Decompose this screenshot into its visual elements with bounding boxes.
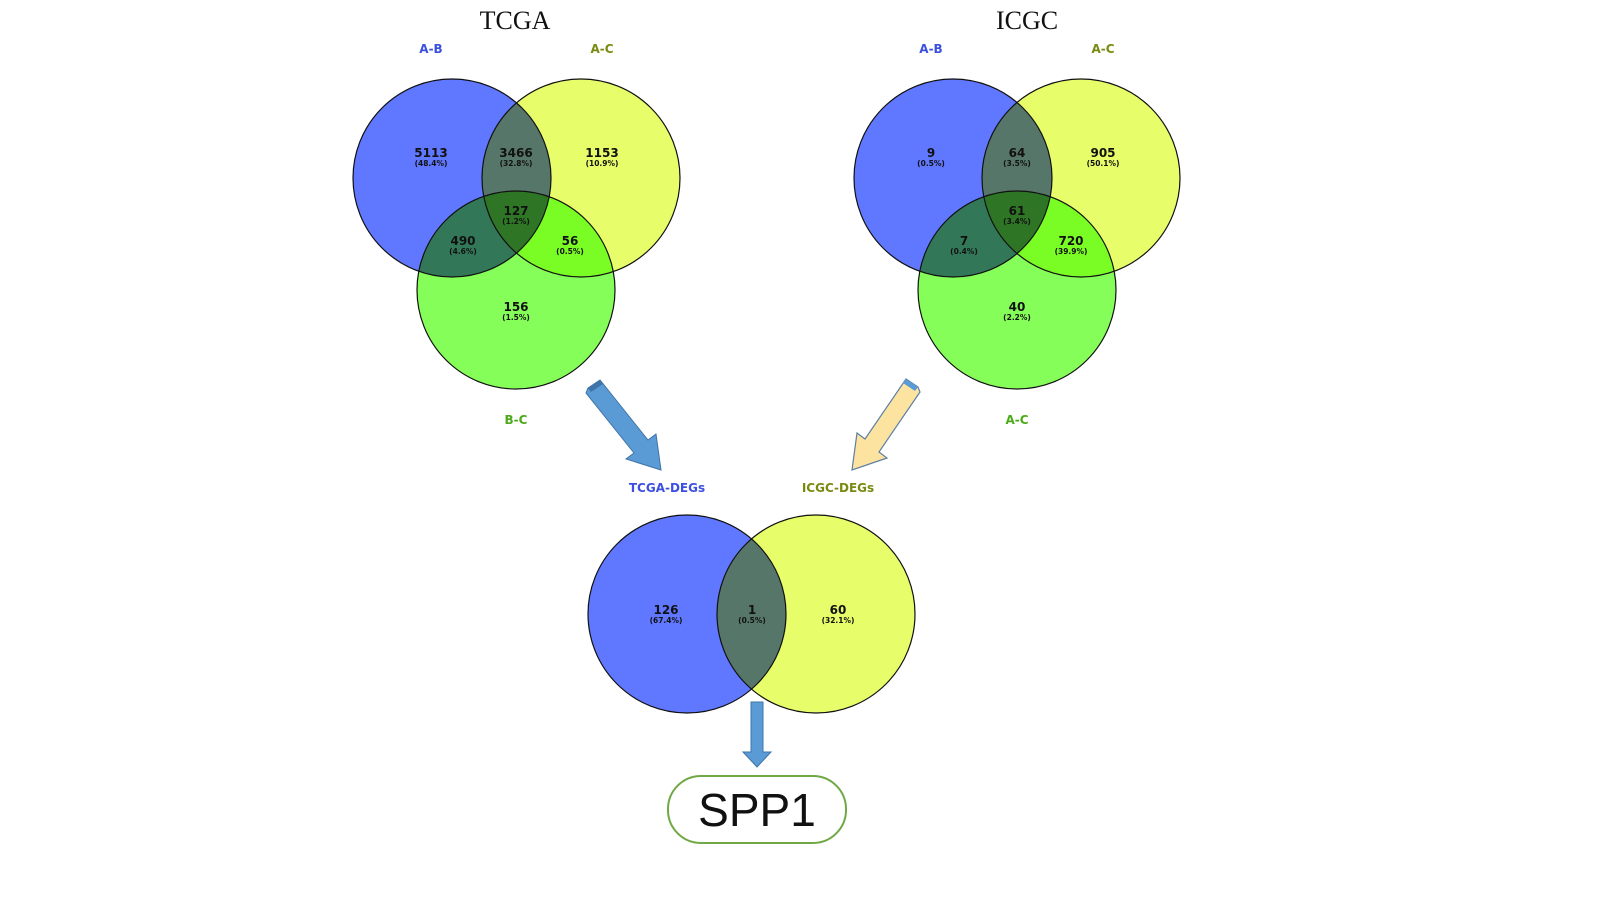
tcga-ac-pct: (4.6%) xyxy=(449,247,477,256)
tcga-set-c-label: B-C xyxy=(505,413,528,427)
icgc-a-only-pct: (0.5%) xyxy=(917,159,945,168)
icgc-ab-count: 64 xyxy=(1009,146,1026,160)
tcga-circle-c xyxy=(417,191,615,389)
tcga-b-only-pct: (10.9%) xyxy=(586,159,619,168)
tcga-to-final-arrow xyxy=(585,379,662,471)
tcga-ab-count: 3466 xyxy=(499,146,532,160)
icgc-a-only-count: 9 xyxy=(927,146,935,160)
icgc-c-only-pct: (2.2%) xyxy=(1003,313,1031,322)
tcga-bc-count: 56 xyxy=(562,234,579,248)
final-left-label: TCGA-DEGs xyxy=(629,481,705,495)
final-circle-right xyxy=(717,515,915,713)
final-right-label: ICGC-DEGs xyxy=(802,481,874,495)
icgc-abc-count: 61 xyxy=(1009,204,1026,218)
tcga-abc-pct: (1.2%) xyxy=(502,217,530,226)
final-venn: TCGA-DEGs ICGC-DEGs 126 (67.4%) 1 (0.5%)… xyxy=(587,481,916,714)
final-overlap-pct: (0.5%) xyxy=(738,616,766,625)
tcga-bc-pct: (0.5%) xyxy=(556,247,584,256)
final-overlap-count: 1 xyxy=(748,603,756,617)
tcga-c-only-count: 156 xyxy=(503,300,528,314)
final-right-only-count: 60 xyxy=(830,603,847,617)
icgc-title: ICGC xyxy=(996,6,1058,35)
icgc-set-a-label: A-B xyxy=(919,42,942,56)
icgc-circle-c xyxy=(918,191,1116,389)
icgc-ac-pct: (0.4%) xyxy=(950,247,978,256)
tcga-b-only-count: 1153 xyxy=(585,146,618,160)
tcga-abc-count: 127 xyxy=(503,204,528,218)
icgc-b-only-pct: (50.1%) xyxy=(1087,159,1120,168)
tcga-title: TCGA xyxy=(480,6,551,35)
final-right-only-pct: (32.1%) xyxy=(822,616,855,625)
tcga-a-only-pct: (48.4%) xyxy=(415,159,448,168)
icgc-set-c-label: A-C xyxy=(1005,413,1028,427)
icgc-set-b-label: A-C xyxy=(1091,42,1114,56)
result-box: SPP1 xyxy=(667,775,847,844)
tcga-ac-count: 490 xyxy=(450,234,475,248)
icgc-bc-count: 720 xyxy=(1058,234,1083,248)
icgc-ac-count: 7 xyxy=(960,234,968,248)
tcga-a-only-count: 5113 xyxy=(414,146,447,160)
icgc-abc-pct: (3.4%) xyxy=(1003,217,1031,226)
final-left-only-count: 126 xyxy=(653,603,678,617)
icgc-to-final-arrow xyxy=(851,378,921,471)
icgc-b-only-count: 905 xyxy=(1090,146,1115,160)
tcga-ab-pct: (32.8%) xyxy=(500,159,533,168)
tcga-venn: TCGA A-B A-C B-C 5113 (48.4%) 3466 (32.8… xyxy=(352,6,681,427)
tcga-c-only-pct: (1.5%) xyxy=(502,313,530,322)
icgc-bc-pct: (39.9%) xyxy=(1055,247,1088,256)
tcga-set-b-label: A-C xyxy=(590,42,613,56)
tcga-set-a-label: A-B xyxy=(419,42,442,56)
final-to-result-arrow xyxy=(741,701,773,768)
final-left-only-pct: (67.4%) xyxy=(650,616,683,625)
icgc-c-only-count: 40 xyxy=(1009,300,1026,314)
result-gene-label: SPP1 xyxy=(698,784,816,836)
icgc-venn: ICGC A-B A-C A-C 9 (0.5%) 64 (3.5%) 905 … xyxy=(853,6,1181,427)
icgc-ab-pct: (3.5%) xyxy=(1003,159,1031,168)
